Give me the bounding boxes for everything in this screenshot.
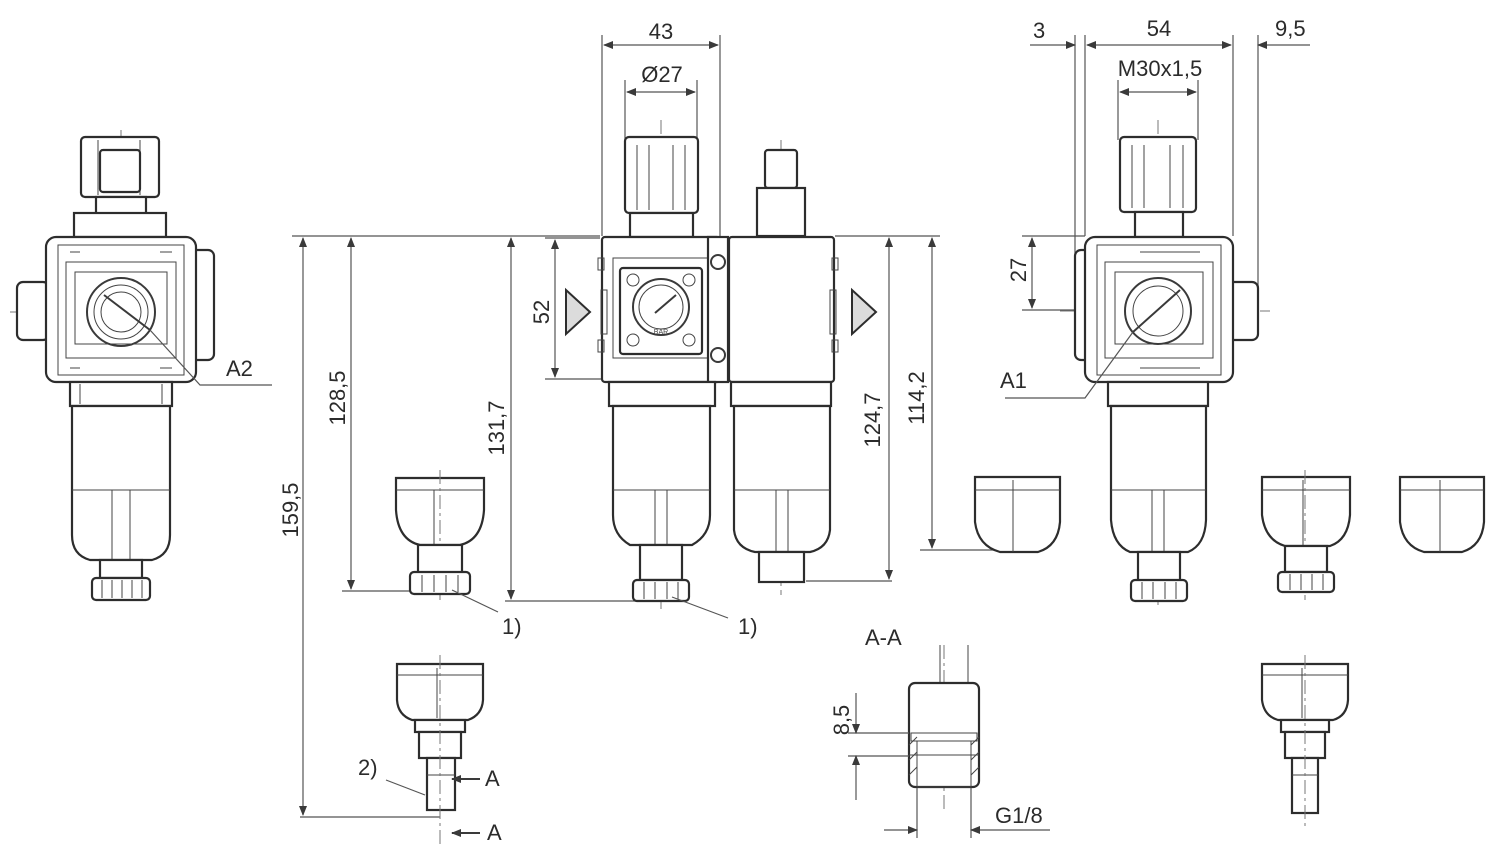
right-filter-regulator: 3 54 9,5 M30x1,5 27 xyxy=(1000,16,1310,605)
small-bowl-option: 1) xyxy=(394,470,522,639)
section-title: A-A xyxy=(865,625,902,650)
dim-159-5: 159,5 xyxy=(278,482,303,537)
bowl-variants xyxy=(973,470,1486,830)
dim-3: 3 xyxy=(1033,18,1045,43)
dim-m30x1-5: M30x1,5 xyxy=(1118,56,1202,81)
label-a1: A1 xyxy=(1000,368,1027,393)
gauge-unit: BAR xyxy=(654,329,668,336)
dim-43: 43 xyxy=(649,19,673,44)
bowl-with-drain-2: A A 2) xyxy=(358,655,502,845)
dim-128-5: 128,5 xyxy=(325,370,350,425)
section-mark-a-top: A xyxy=(485,766,500,791)
note-2: 2) xyxy=(358,755,378,780)
dim-114-2: 114,2 xyxy=(904,371,929,424)
dim-52: 52 xyxy=(529,300,554,324)
dim-124-7: 124,7 xyxy=(860,392,885,447)
dim-8-5: 8,5 xyxy=(829,705,854,736)
label-a2: A2 xyxy=(226,356,253,381)
section-mark-a-bottom: A xyxy=(487,820,502,845)
left-filter-regulator: A2 xyxy=(10,130,272,605)
note-1-center: 1) xyxy=(738,614,758,639)
dim-131-7: 131,7 xyxy=(484,400,509,455)
section-a-a: A-A 8,5 G1/8 xyxy=(829,625,1050,838)
dim-g1-8: G1/8 xyxy=(995,803,1043,828)
dim-dia-27: Ø27 xyxy=(641,62,683,87)
dim-9-5: 9,5 xyxy=(1275,16,1306,41)
dim-54: 54 xyxy=(1147,16,1171,41)
center-frl-assembly: 43 Ø27 BAR xyxy=(565,19,1000,639)
dim-27: 27 xyxy=(1006,258,1031,282)
note-1-left: 1) xyxy=(502,614,522,639)
